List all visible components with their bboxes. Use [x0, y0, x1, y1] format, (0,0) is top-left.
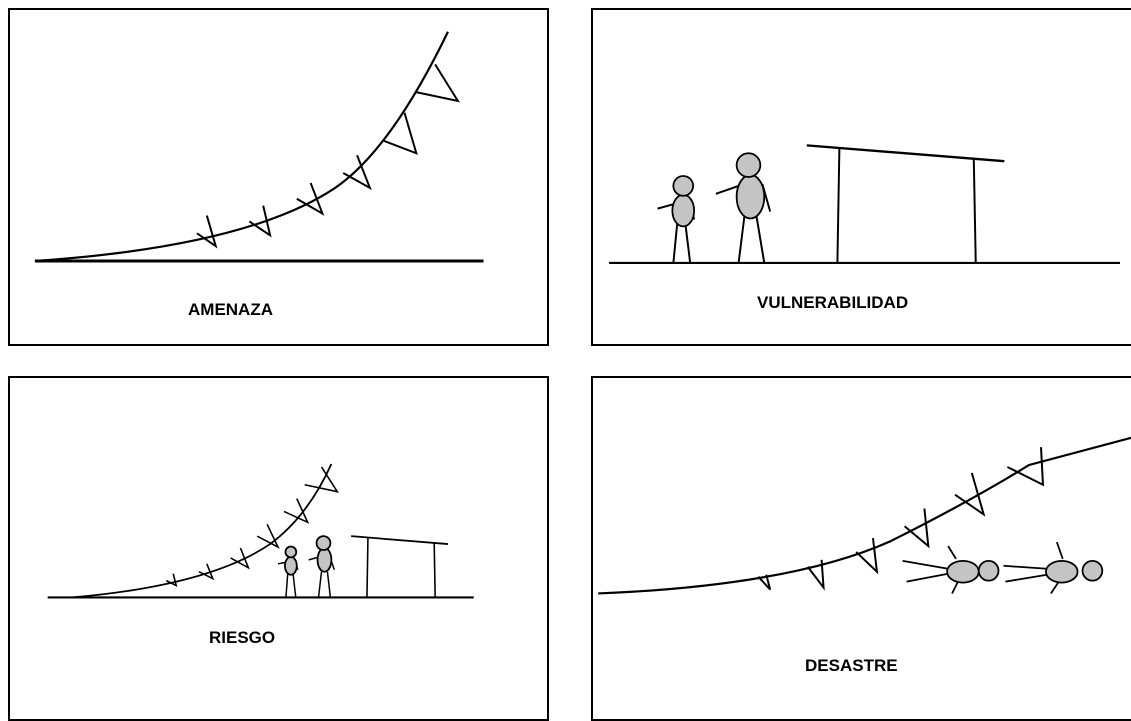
- fallen-person-figure: [902, 545, 1000, 594]
- desastre-illustration: [598, 436, 1131, 595]
- shelter-structure: [351, 535, 449, 598]
- landslide-triangles: [757, 447, 1045, 591]
- tall-person-figure: [715, 152, 772, 264]
- slope-curve: [72, 463, 333, 599]
- panel-riesgo: RIESGO: [8, 376, 549, 721]
- panel-amenaza: AMENAZA: [8, 8, 549, 346]
- panel-vulnerabilidad: VULNERABILIDAD: [591, 8, 1131, 346]
- caption-amenaza: AMENAZA: [188, 300, 273, 319]
- caption-desastre: DESASTRE: [805, 656, 898, 675]
- landslide-triangles: [196, 63, 460, 249]
- caption-vulnerabilidad: VULNERABILIDAD: [757, 293, 909, 312]
- landslide-triangles: [165, 466, 339, 588]
- slope-curve: [34, 31, 449, 263]
- panel-desastre: DESASTRE: [591, 376, 1131, 721]
- small-person-figure: [277, 545, 299, 598]
- small-person-figure: [657, 175, 696, 264]
- slope-curve: [598, 436, 1131, 595]
- tall-person-figure: [308, 535, 336, 598]
- shelter-structure: [806, 144, 1005, 263]
- vulnerabilidad-illustration: [609, 144, 1121, 265]
- riesgo-illustration: [47, 463, 474, 599]
- fallen-person-figure: [1003, 541, 1104, 594]
- amenaza-illustration: [34, 31, 484, 263]
- caption-riesgo: RIESGO: [209, 628, 276, 647]
